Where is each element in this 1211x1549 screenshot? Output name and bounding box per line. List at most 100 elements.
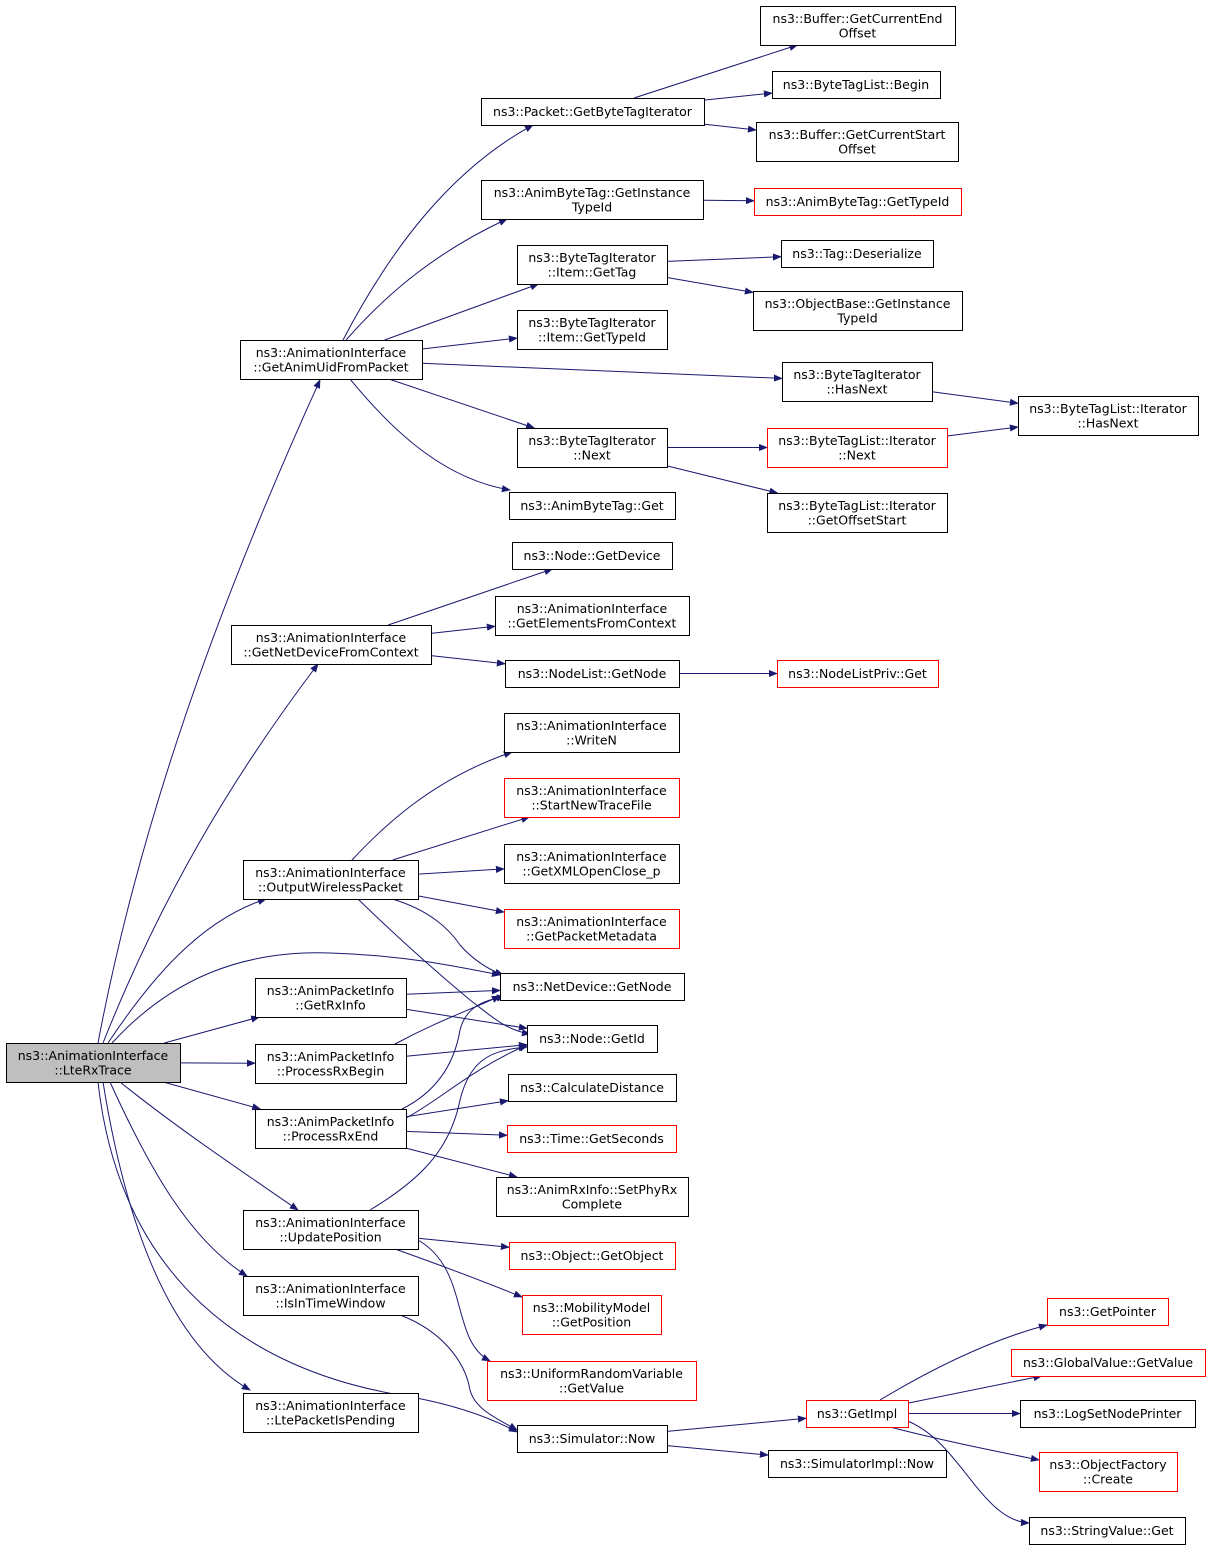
function-node[interactable]: ns3::AnimationInterface::GetElementsFrom…: [495, 596, 690, 636]
call-edge-n1-n14: [388, 378, 536, 429]
node-label-line: ns3::NetDevice::GetNode: [513, 979, 672, 994]
node-label-line: Offset: [838, 141, 876, 156]
function-node[interactable]: ns3::ObjectFactory::Create: [1039, 1452, 1178, 1492]
function-node[interactable]: ns3::Node::GetId: [527, 1025, 658, 1053]
nodes-layer: ns3::AnimationInterface::LteRxTracens3::…: [6, 6, 1206, 1545]
function-node[interactable]: ns3::GetPointer: [1047, 1298, 1169, 1326]
function-node[interactable]: ns3::ByteTagList::Iterator::Next: [767, 428, 948, 468]
call-edge-n40-n42: [399, 1314, 518, 1431]
node-label-line: ns3::Simulator::Now: [529, 1431, 656, 1446]
call-edge-n23-n25: [392, 815, 531, 861]
call-edge-n42-n43: [666, 1415, 807, 1432]
call-edge-n0-n30: [164, 1015, 261, 1044]
node-box: [1020, 1400, 1196, 1428]
function-node[interactable]: ns3::Object::GetObject: [509, 1242, 676, 1270]
function-node[interactable]: ns3::AnimationInterface::IsInTimeWindow: [243, 1276, 419, 1316]
node-label-line: ::GetElementsFromContext: [508, 615, 677, 630]
function-node[interactable]: ns3::AnimationInterface::StartNewTraceFi…: [504, 778, 680, 818]
function-node[interactable]: ns3::ByteTagList::Iterator::GetOffsetSta…: [767, 493, 948, 533]
function-node[interactable]: ns3::ByteTagList::Begin: [772, 71, 941, 99]
function-node[interactable]: ns3::AnimationInterface::GetXMLOpenClose…: [504, 844, 680, 884]
function-node[interactable]: ns3::CalculateDistance: [508, 1074, 677, 1102]
node-box: [1039, 1452, 1178, 1492]
function-node[interactable]: ns3::AnimationInterface::GetNetDeviceFro…: [231, 625, 432, 665]
function-node[interactable]: ns3::ByteTagIterator::Item::GetTypeId: [517, 310, 668, 350]
function-node[interactable]: ns3::AnimationInterface::UpdatePosition: [243, 1210, 419, 1250]
function-node[interactable]: ns3::Packet::GetByteTagIterator: [481, 98, 705, 126]
call-edge-n8-n10: [666, 277, 754, 295]
node-label-line: ns3::ByteTagIterator: [528, 250, 656, 265]
function-node[interactable]: ns3::NodeList::GetNode: [505, 660, 680, 688]
node-label-line: ns3::AnimationInterface: [516, 783, 667, 798]
node-label-line: ns3::AnimByteTag::Get: [520, 498, 663, 513]
node-label-line: ns3::UniformRandomVariable: [500, 1366, 683, 1381]
function-node[interactable]: ns3::AnimByteTag::GetTypeId: [754, 188, 962, 216]
node-label-line: ns3::GlobalValue::GetValue: [1023, 1355, 1193, 1370]
node-box: [6, 1043, 181, 1083]
function-node[interactable]: ns3::AnimationInterface::LtePacketIsPend…: [243, 1393, 419, 1433]
call-edge-n36-n29: [369, 1044, 528, 1211]
function-node[interactable]: ns3::LogSetNodePrinter: [1020, 1400, 1196, 1428]
function-node[interactable]: ns3::AnimPacketInfo::ProcessRxBegin: [255, 1044, 407, 1084]
node-label-line: ::ProcessRxEnd: [283, 1128, 379, 1143]
function-node[interactable]: ns3::AnimPacketInfo::ProcessRxEnd: [255, 1109, 407, 1149]
node-label-line: ns3::CalculateDistance: [520, 1080, 664, 1095]
function-node[interactable]: ns3::Time::GetSeconds: [507, 1125, 677, 1153]
function-node[interactable]: ns3::NodeListPriv::Get: [777, 660, 939, 688]
node-label-line: ::HasNext: [1077, 415, 1138, 430]
function-node[interactable]: ns3::AnimationInterface::GetAnimUidFromP…: [240, 340, 423, 380]
root-function-node: ns3::AnimationInterface::LteRxTrace: [6, 1043, 181, 1083]
function-node[interactable]: ns3::Node::GetDevice: [512, 542, 673, 570]
node-box: [243, 1210, 419, 1250]
function-node[interactable]: ns3::AnimationInterface::WriteN: [504, 713, 680, 753]
function-node[interactable]: ns3::ByteTagList::Iterator::HasNext: [1018, 396, 1199, 436]
call-edge-n2-n4: [703, 90, 773, 101]
node-box: [481, 180, 704, 220]
function-node[interactable]: ns3::Simulator::Now: [517, 1425, 668, 1453]
node-label-line: ns3::GetPointer: [1059, 1304, 1157, 1319]
call-edge-n43-n49: [904, 1419, 1030, 1527]
node-label-line: ns3::AnimPacketInfo: [267, 1049, 394, 1064]
node-box: [767, 428, 948, 468]
node-label-line: ns3::Node::GetId: [539, 1031, 645, 1046]
function-node[interactable]: ns3::AnimationInterface::OutputWirelessP…: [243, 860, 419, 900]
call-edge-n18-n19: [388, 568, 554, 626]
function-node[interactable]: ns3::ByteTagIterator::HasNext: [782, 362, 933, 402]
function-node[interactable]: ns3::MobilityModel::GetPosition: [522, 1295, 662, 1335]
function-node[interactable]: ns3::AnimByteTag::Get: [509, 492, 676, 520]
node-label-line: ns3::AnimPacketInfo: [267, 983, 394, 998]
call-edge-n2-n3: [633, 44, 799, 99]
node-label-line: ns3::AnimationInterface: [256, 630, 407, 645]
function-node[interactable]: ns3::AnimPacketInfo::GetRxInfo: [255, 978, 407, 1018]
function-node[interactable]: ns3::GetImpl: [806, 1400, 909, 1428]
function-node[interactable]: ns3::SimulatorImpl::Now: [768, 1450, 947, 1478]
node-box: [505, 660, 680, 688]
node-label-line: ::GetXMLOpenClose_p: [522, 863, 660, 878]
node-label-line: ns3::ByteTagIterator: [528, 315, 656, 330]
function-node[interactable]: ns3::ByteTagIterator::Item::GetTag: [517, 245, 668, 285]
node-label-line: ns3::Node::GetDevice: [524, 548, 661, 563]
node-box: [508, 1074, 677, 1102]
function-node[interactable]: ns3::GlobalValue::GetValue: [1011, 1349, 1206, 1377]
node-box: [1018, 396, 1199, 436]
node-label-line: ns3::ByteTagList::Iterator: [778, 433, 936, 448]
node-box: [522, 1295, 662, 1335]
function-node[interactable]: ns3::Tag::Deserialize: [781, 240, 934, 268]
function-node[interactable]: ns3::StringValue::Get: [1029, 1517, 1186, 1545]
function-node[interactable]: ns3::NetDevice::GetNode: [500, 973, 685, 1001]
node-label-line: ns3::AnimationInterface: [256, 345, 407, 360]
node-label-line: ns3::MobilityModel: [533, 1300, 650, 1315]
node-label-line: ns3::AnimationInterface: [516, 849, 667, 864]
function-node[interactable]: ns3::UniformRandomVariable::GetValue: [487, 1361, 697, 1401]
function-node[interactable]: ns3::AnimationInterface::GetPacketMetada…: [504, 909, 680, 949]
node-label-line: ns3::ObjectBase::GetInstance: [765, 296, 951, 311]
call-edge-n32-n33: [405, 1098, 509, 1118]
node-box: [504, 713, 680, 753]
node-label-line: ns3::AnimationInterface: [255, 1398, 406, 1413]
function-node[interactable]: ns3::ByteTagIterator::Next: [517, 428, 668, 468]
